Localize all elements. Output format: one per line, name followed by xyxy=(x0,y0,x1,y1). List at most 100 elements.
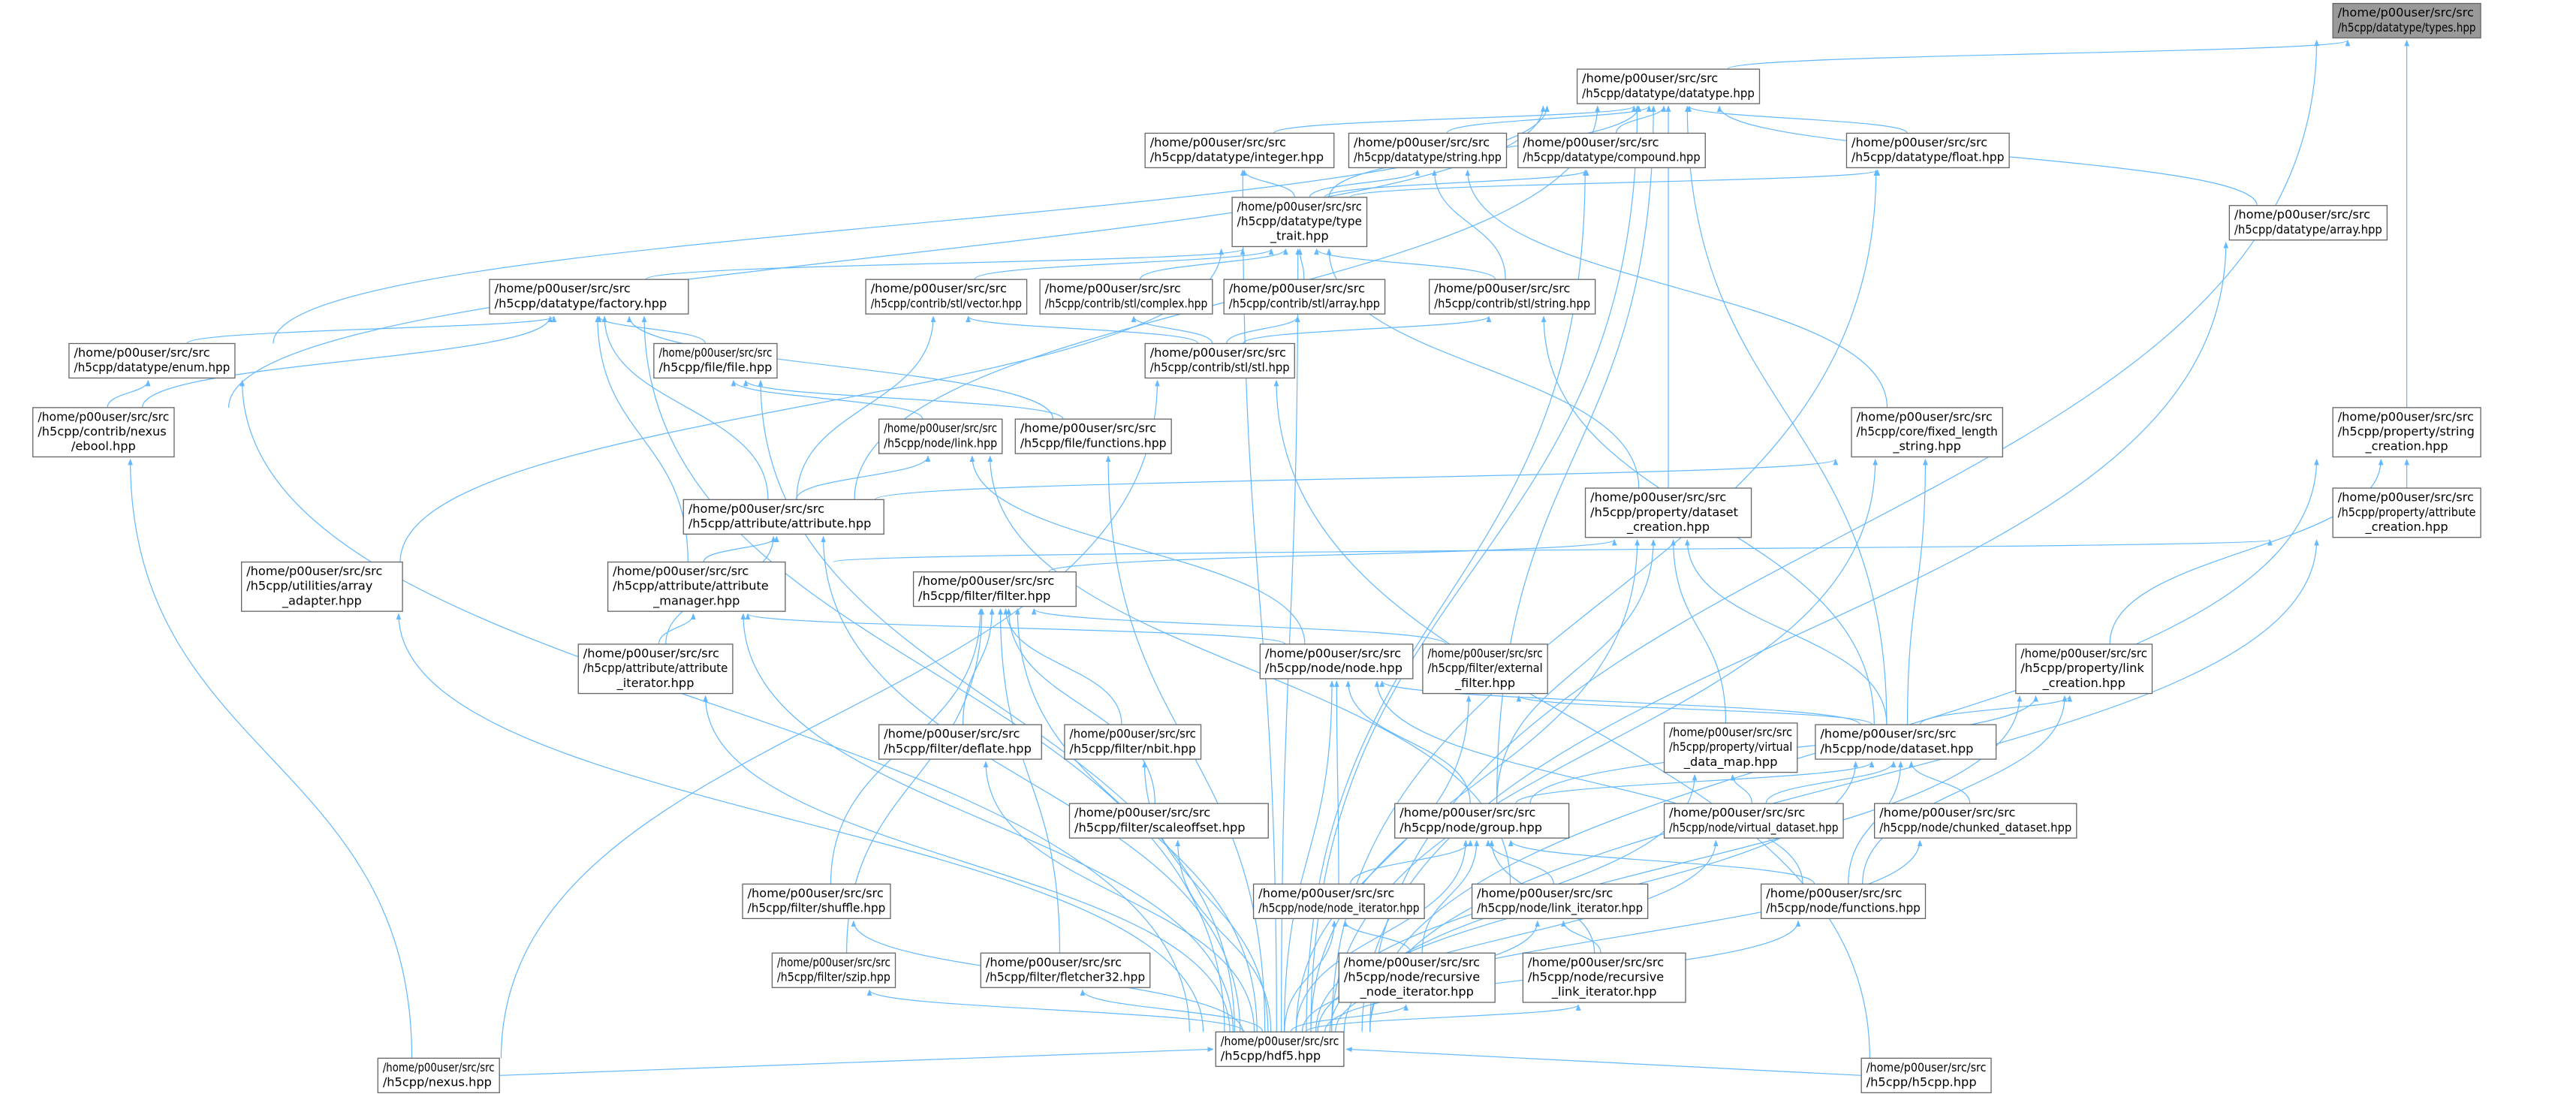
node-attrmgr[interactable]: /home/p00user/src/src/h5cpp/attribute/at… xyxy=(607,561,786,612)
node-dscreate[interactable]: /home/p00user/src/src/h5cpp/property/dat… xyxy=(1584,487,1752,538)
node-vdataset[interactable]: /home/p00user/src/src/h5cpp/node/virtual… xyxy=(1663,803,1844,839)
node-label-line: /h5cpp/property/string xyxy=(2338,424,2475,438)
edge-hdf5-to-float xyxy=(1331,169,1879,1032)
node-label-line: /h5cpp/contrib/nexus xyxy=(38,424,166,438)
edge-ebool-to-datatype xyxy=(227,105,1546,408)
node-integer[interactable]: /home/p00user/src/src/h5cpp/datatype/int… xyxy=(1144,132,1335,169)
node-types[interactable]: /home/p00user/src/src/h5cpp/datatype/typ… xyxy=(2332,2,2481,39)
node-complex[interactable]: /home/p00user/src/src/h5cpp/contrib/stl/… xyxy=(1039,279,1213,315)
edge-nexus-to-hdf5 xyxy=(499,1047,1214,1076)
edge-hdf5-to-deflate xyxy=(983,761,1255,1032)
node-label-line: /home/p00user/src/src xyxy=(658,345,772,360)
node-sarray[interactable]: /home/p00user/src/src/h5cpp/contrib/stl/… xyxy=(1223,279,1386,315)
node-dstring[interactable]: /home/p00user/src/src/h5cpp/datatype/str… xyxy=(1348,132,1508,169)
node-linkcreate[interactable]: /home/p00user/src/src/h5cpp/property/lin… xyxy=(2015,643,2153,695)
node-vector[interactable]: /home/p00user/src/src/h5cpp/contrib/stl/… xyxy=(865,279,1028,315)
edge-group-to-dataset xyxy=(1515,761,1875,804)
edge-complex-to-type_trait xyxy=(1139,248,1288,280)
node-nodeiter[interactable]: /home/p00user/src/src/h5cpp/node/node_it… xyxy=(1252,883,1425,920)
node-box xyxy=(2332,487,2481,538)
node-compound[interactable]: /home/p00user/src/src/h5cpp/datatype/com… xyxy=(1517,132,1706,169)
node-attribute[interactable]: /home/p00user/src/src/h5cpp/attribute/at… xyxy=(682,499,884,535)
node-label-line: /home/p00user/src/src xyxy=(1229,282,1365,296)
edge-hdf5-to-reclink xyxy=(1305,1004,1581,1032)
edge-dataset-to-fixed xyxy=(1906,458,1928,725)
edge-hdf5-to-integer xyxy=(1240,169,1277,1032)
node-type_trait[interactable]: /home/p00user/src/src/h5cpp/datatype/typ… xyxy=(1231,197,1368,248)
node-label-line: /h5cpp/nexus.hpp xyxy=(383,1075,492,1089)
node-strcreate[interactable]: /home/p00user/src/src/h5cpp/property/str… xyxy=(2332,407,2481,458)
node-deflate[interactable]: /home/p00user/src/src/h5cpp/filter/defla… xyxy=(878,724,1042,760)
node-nexus[interactable]: /home/p00user/src/src/h5cpp/nexus.hpp xyxy=(377,1057,500,1093)
node-stl[interactable]: /home/p00user/src/src/h5cpp/contrib/stl/… xyxy=(1144,342,1295,379)
node-label-line: /h5cpp/node/group.hpp xyxy=(1399,820,1542,834)
edge-dataset-to-datatype xyxy=(1684,105,1888,725)
node-label-line: /h5cpp/node/node_iterator.hpp xyxy=(1258,901,1419,916)
node-reclink[interactable]: /home/p00user/src/src/h5cpp/node/recursi… xyxy=(1522,952,1686,1003)
node-ffunctions[interactable]: /home/p00user/src/src/h5cpp/file/functio… xyxy=(1014,418,1172,454)
edge-stl-to-sarray xyxy=(1226,315,1300,344)
node-scaleoffset[interactable]: /home/p00user/src/src/h5cpp/filter/scale… xyxy=(1068,803,1269,839)
node-label-line: /home/p00user/src/src xyxy=(1045,282,1181,296)
node-fletcher[interactable]: /home/p00user/src/src/h5cpp/filter/fletc… xyxy=(980,952,1151,988)
node-recnode[interactable]: /home/p00user/src/src/h5cpp/node/recursi… xyxy=(1338,952,1496,1003)
edge-integer-to-datatype xyxy=(1273,105,1637,134)
node-attrcreate[interactable]: /home/p00user/src/src/h5cpp/property/att… xyxy=(2332,487,2481,538)
node-ebool[interactable]: /home/p00user/src/src/h5cpp/contrib/nexu… xyxy=(32,407,175,458)
node-label-line: /home/p00user/src/src xyxy=(2338,409,2474,423)
node-darray[interactable]: /home/p00user/src/src/h5cpp/datatype/arr… xyxy=(2228,205,2388,241)
node-sstring[interactable]: /home/p00user/src/src/h5cpp/contrib/stl/… xyxy=(1429,279,1596,315)
node-h5cpp[interactable]: /home/p00user/src/src/h5cpp/h5cpp.hpp xyxy=(1860,1057,1992,1093)
node-extfilter[interactable]: /home/p00user/src/src/h5cpp/filter/exter… xyxy=(1422,643,1548,695)
node-float[interactable]: /home/p00user/src/src/h5cpp/datatype/flo… xyxy=(1845,132,2010,169)
node-hdf5[interactable]: /home/p00user/src/src/h5cpp/hdf5.hpp xyxy=(1215,1031,1345,1067)
node-attriter[interactable]: /home/p00user/src/src/h5cpp/attribute/at… xyxy=(577,643,734,695)
edge-filter-to-dscreate xyxy=(1048,539,1617,573)
node-box xyxy=(377,1057,500,1093)
edge-hdf5-to-enum xyxy=(240,379,1190,1032)
node-label-line: /h5cpp/property/link xyxy=(2020,661,2144,675)
node-label-line: /h5cpp/filter/external xyxy=(1427,661,1542,675)
edge-type_trait-to-compound xyxy=(1324,169,1589,198)
node-label-line: /home/p00user/src/src xyxy=(383,1060,495,1074)
node-shuffle[interactable]: /home/p00user/src/src/h5cpp/filter/shuff… xyxy=(742,883,891,920)
edge-hdf5-to-factory xyxy=(641,315,1225,1032)
node-fixed[interactable]: /home/p00user/src/src/h5cpp/core/fixed_l… xyxy=(1851,407,2003,458)
edge-node-to-attrmgr xyxy=(745,613,1286,645)
node-label-line: /h5cpp/datatype/compound.hpp xyxy=(1523,150,1700,164)
edge-dataset-to-extfilter xyxy=(1516,695,1873,725)
node-label-line: /h5cpp/datatype/types.hpp xyxy=(2338,20,2476,35)
node-nfunctions[interactable]: /home/p00user/src/src/h5cpp/node/functio… xyxy=(1761,883,1927,920)
node-label-line: /home/p00user/src/src xyxy=(1766,886,1902,900)
node-enum[interactable]: /home/p00user/src/src/h5cpp/datatype/enu… xyxy=(68,342,236,379)
node-factory[interactable]: /home/p00user/src/src/h5cpp/datatype/fac… xyxy=(489,279,689,315)
node-label-line: /h5cpp/filter/szip.hpp xyxy=(777,970,890,984)
node-box xyxy=(1144,342,1295,379)
node-label-line: /h5cpp/contrib/stl/complex.hpp xyxy=(1045,296,1208,310)
node-datatype[interactable]: /home/p00user/src/src/h5cpp/datatype/dat… xyxy=(1576,68,1761,104)
edge-scaleoffset-to-filter xyxy=(1006,608,1155,804)
node-label-line: /home/p00user/src/src xyxy=(871,282,1007,296)
node-dataset[interactable]: /home/p00user/src/src/h5cpp/node/dataset… xyxy=(1815,724,1997,760)
edge-enum-to-factory xyxy=(186,315,557,345)
node-box xyxy=(1576,68,1761,104)
edge-ffunctions-to-factory xyxy=(626,315,1054,420)
node-node[interactable]: /home/p00user/src/src/h5cpp/node/node.hp… xyxy=(1259,643,1414,680)
node-arradapter[interactable]: /home/p00user/src/src/h5cpp/utilities/ar… xyxy=(240,561,403,612)
node-filter[interactable]: /home/p00user/src/src/h5cpp/filter/filte… xyxy=(912,571,1077,607)
node-chunked[interactable]: /home/p00user/src/src/h5cpp/node/chunked… xyxy=(1874,803,2077,839)
node-label-line: /home/p00user/src/src xyxy=(1427,646,1542,660)
node-box xyxy=(1471,883,1649,920)
node-szip[interactable]: /home/p00user/src/src/h5cpp/filter/szip.… xyxy=(771,952,896,988)
node-nbit[interactable]: /home/p00user/src/src/h5cpp/filter/nbit.… xyxy=(1064,724,1202,760)
node-file[interactable]: /home/p00user/src/src/h5cpp/file/file.hp… xyxy=(653,342,778,379)
node-vdmap[interactable]: /home/p00user/src/src/h5cpp/property/vir… xyxy=(1663,722,1798,773)
node-box xyxy=(2228,205,2388,241)
node-label-line: /home/p00user/src/src xyxy=(1523,135,1659,149)
node-linkiter[interactable]: /home/p00user/src/src/h5cpp/node/link_it… xyxy=(1471,883,1649,920)
node-link[interactable]: /home/p00user/src/src/h5cpp/node/link.hp… xyxy=(878,418,1003,454)
node-group[interactable]: /home/p00user/src/src/h5cpp/node/group.h… xyxy=(1394,803,1570,839)
edge-hdf5-to-types xyxy=(1369,39,2319,1032)
node-box xyxy=(1522,952,1686,1003)
node-box xyxy=(1068,803,1269,839)
